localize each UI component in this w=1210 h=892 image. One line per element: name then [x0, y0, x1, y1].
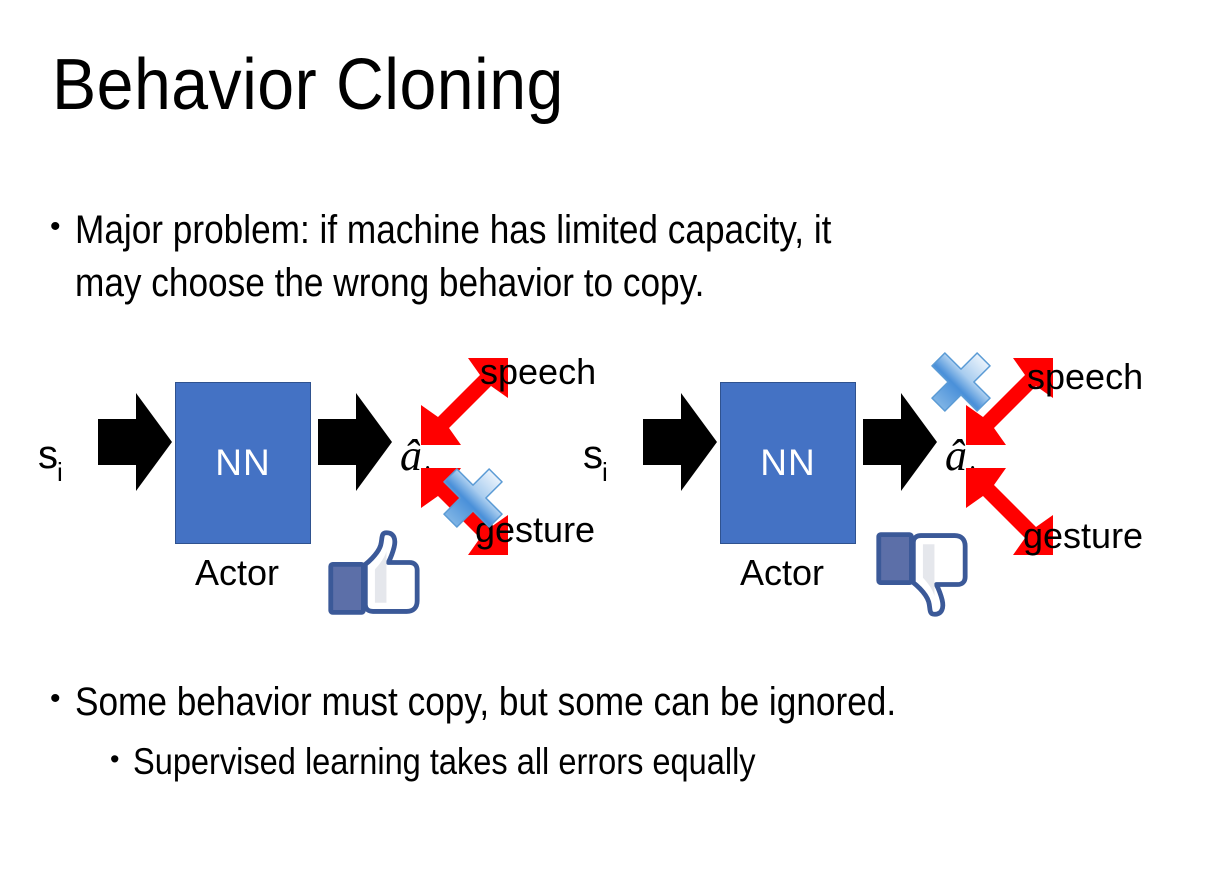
- bullet-marker: •: [50, 210, 61, 243]
- output-arrow-left: [318, 393, 392, 491]
- state-label-right: si: [583, 433, 609, 485]
- branch-arrow-speech-right: [966, 358, 1053, 445]
- state-subscript: i: [57, 457, 63, 487]
- cross-out-icon-speech-right: [931, 352, 991, 412]
- nn-box-label: NN: [215, 442, 271, 483]
- branch-label-gesture-right: gesture: [1023, 515, 1144, 556]
- bullet-text: Some behavior must copy, but some can be…: [74, 680, 896, 724]
- thumbs-down-icon-right: [876, 532, 968, 617]
- thumbs-up-icon-left: [328, 530, 420, 615]
- cross-out-icon-gesture-left: [443, 468, 503, 528]
- arrow-head: [681, 393, 717, 491]
- branch-arrow-speech-left: [421, 358, 508, 445]
- diagram-left: si NN Actor âi speech: [20, 340, 620, 640]
- branch-label-speech-right: speech: [1027, 356, 1144, 397]
- action-symbol: â: [945, 431, 967, 480]
- arrow-head: [356, 393, 392, 491]
- page-title: Behavior Cloning: [52, 45, 564, 125]
- state-symbol: s: [583, 433, 603, 477]
- branch-label-speech-left: speech: [480, 351, 597, 392]
- bullet-marker: •: [50, 682, 61, 715]
- arrow-head: [136, 393, 172, 491]
- bullet-marker: •: [110, 744, 120, 774]
- arrow-shaft: [643, 419, 683, 465]
- input-arrow-left: [98, 393, 172, 491]
- state-symbol: s: [38, 433, 58, 477]
- bullet-major-problem: • Major problem: if machine has limited …: [50, 204, 1170, 310]
- arrow-shaft: [318, 419, 358, 465]
- bullet-some-behavior: • Some behavior must copy, but some can …: [50, 676, 1180, 728]
- arrow-shaft: [863, 419, 903, 465]
- bullet-text: Major problem: if machine has limited ca…: [74, 208, 831, 305]
- bullet-text: Supervised learning takes all errors equ…: [133, 741, 757, 782]
- state-label-left: si: [38, 433, 64, 485]
- branch-arrow-gesture-right: [966, 468, 1053, 555]
- action-symbol: â: [400, 431, 422, 480]
- state-subscript: i: [602, 457, 608, 487]
- actor-caption-left: Actor: [195, 552, 280, 593]
- output-arrow-right: [863, 393, 937, 491]
- bullet-supervised-learning: • Supervised learning takes all errors e…: [110, 738, 1170, 786]
- actor-caption-right: Actor: [740, 552, 825, 593]
- arrow-head: [901, 393, 937, 491]
- nn-box-left: NN: [175, 382, 311, 544]
- nn-box-label: NN: [760, 442, 816, 483]
- nn-box-right: NN: [720, 382, 856, 544]
- input-arrow-right: [643, 393, 717, 491]
- diagram-right: si NN Actor âi speech gestu: [565, 340, 1165, 640]
- arrow-shaft: [98, 419, 138, 465]
